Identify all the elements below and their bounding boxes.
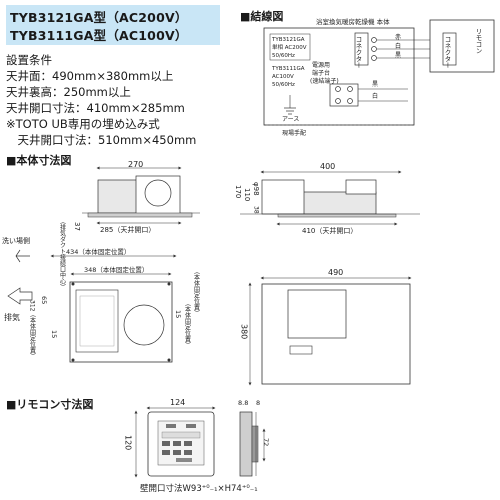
- remote-opening-note: 壁開口寸法W93⁺⁰₋₁×H74⁺⁰₋₁: [140, 483, 258, 494]
- install-line-ceiling: 天井面：490mm×380mm以上: [6, 69, 174, 83]
- model-title-100v: TYB3111GA型（AC100V）: [10, 28, 188, 43]
- remote-depth-72: 72: [262, 438, 270, 446]
- terminal-red: [371, 37, 377, 43]
- plan-left-65: 65: [40, 296, 48, 304]
- bottom-width-490: 490: [328, 268, 343, 277]
- front-opening-285: 285（天井開口）: [100, 225, 155, 234]
- install-line-toto: ※TOTO UB専用の埋め込み式: [6, 117, 160, 131]
- plan-fix-434: 434（本体固定位置）: [66, 247, 130, 256]
- terminal-black: [371, 55, 377, 61]
- terminal-label-3: (速結端子): [310, 77, 339, 85]
- earth-label: アース: [282, 116, 299, 123]
- install-line-toto-opening: 天井開口寸法：510mm×450mm: [6, 133, 197, 147]
- model-title-200v: TYB3121GA型（AC200V）: [10, 10, 188, 25]
- model-100v-voltage: AC100V: [272, 74, 294, 80]
- remote-depth-8: 8: [256, 399, 260, 407]
- model-200v-box: [269, 33, 311, 61]
- model-200v-freq: 50/60Hz: [272, 53, 295, 59]
- model-100v-name: TYB3111GA: [271, 66, 305, 72]
- plan-right-fix: （本体固定位置）: [184, 300, 191, 348]
- body-bottom-view: 490 380: [240, 268, 412, 386]
- body-side-view: 400 170 110 φ98 38 410（天井開口）: [234, 162, 420, 235]
- install-line-opening: 天井開口寸法：410mm×285mm: [6, 101, 185, 115]
- remote-width-124: 124: [170, 398, 185, 407]
- wire-white-label: 白: [395, 42, 401, 50]
- terminal-label-1: 電源用: [312, 61, 330, 69]
- body-front-view: 270 37 285（天井開口）: [73, 160, 200, 234]
- front-width-270: 270: [128, 160, 143, 169]
- side-duct-98: φ98: [252, 182, 260, 196]
- model-200v-name: TYB3121GA: [271, 37, 305, 43]
- front-dim-37: 37: [73, 222, 81, 231]
- wire-black-label: 黒: [395, 52, 401, 59]
- terminal-white: [371, 46, 377, 52]
- unit-title: 浴室換気暖房乾燥機 本体: [316, 17, 390, 26]
- side-dim-110: 110: [243, 188, 251, 201]
- plan-right-fix-2: （本体固定位置）: [193, 268, 200, 316]
- plan-outline: [69, 281, 173, 363]
- remote-connector: [442, 32, 457, 66]
- power-black-label: 黒: [372, 81, 378, 88]
- plan-right-15: 15: [174, 310, 182, 318]
- remote-label: リモコン: [474, 28, 482, 54]
- wire-red-label: 赤: [395, 34, 401, 41]
- model-100v-freq: 50/60Hz: [272, 82, 295, 88]
- power-white-label: 白: [372, 92, 378, 100]
- remote-outline: [429, 19, 495, 73]
- plan-duct-circle: [123, 304, 165, 346]
- plan-left-15: 15: [50, 330, 58, 338]
- remote-height-120: 120: [124, 435, 133, 450]
- side-dim-38: 38: [253, 206, 260, 214]
- body-plan-view: 洗い場側 排気 434（本体固定位置） 348（本体固定位置） （排気ダクト接続…: [2, 218, 200, 363]
- side-opening-410: 410（天井開口）: [302, 226, 357, 235]
- field-note: 現場手配: [282, 129, 306, 137]
- side-height-170: 170: [234, 185, 242, 198]
- wash-side-arrow-icon: [15, 249, 30, 263]
- remote-side: [239, 411, 253, 477]
- terminal-label-2: 端子台: [312, 69, 330, 77]
- unit-connector: [354, 32, 369, 66]
- bottom-outline: [261, 283, 411, 385]
- power-terminal-block: [329, 83, 359, 107]
- body-dims-heading: ■本体寸法図: [6, 154, 72, 167]
- unit-outline: [263, 27, 415, 126]
- plan-left-312: 312（本体固定位置）: [29, 300, 36, 359]
- wiring-diagram: 浴室換気暖房乾燥機 本体 TYB3121GA 単相 AC200V 50/60Hz…: [263, 17, 495, 137]
- remote-connector-label: コネクター: [443, 36, 451, 69]
- plan-duct-center: （排気ダクト接続口中心）: [59, 218, 66, 290]
- wiring-heading: ■結線図: [240, 10, 284, 23]
- remote-dims-heading: ■リモコン寸法図: [6, 398, 94, 411]
- install-line-height: 天井裏高：250mm以上: [6, 85, 131, 99]
- bottom-height-380: 380: [240, 324, 249, 339]
- remote-depth-8-8: 8.8: [238, 399, 248, 407]
- remote-view: 124 120 8.8 8 72 壁開口寸法W93⁺⁰₋₁×H74⁺⁰₋₁: [124, 398, 271, 494]
- wash-side-label: 洗い場側: [2, 236, 30, 245]
- plan-fix-348: 348（本体固定位置）: [84, 265, 148, 274]
- title-box: [6, 5, 220, 45]
- install-heading: 設置条件: [6, 53, 52, 67]
- unit-connector-label: コネクター: [354, 36, 362, 69]
- side-width-400: 400: [320, 162, 335, 171]
- exhaust-label: 排気: [4, 312, 20, 322]
- exhaust-arrow-icon: [7, 287, 33, 305]
- model-200v-voltage: 単相 AC200V: [272, 43, 307, 51]
